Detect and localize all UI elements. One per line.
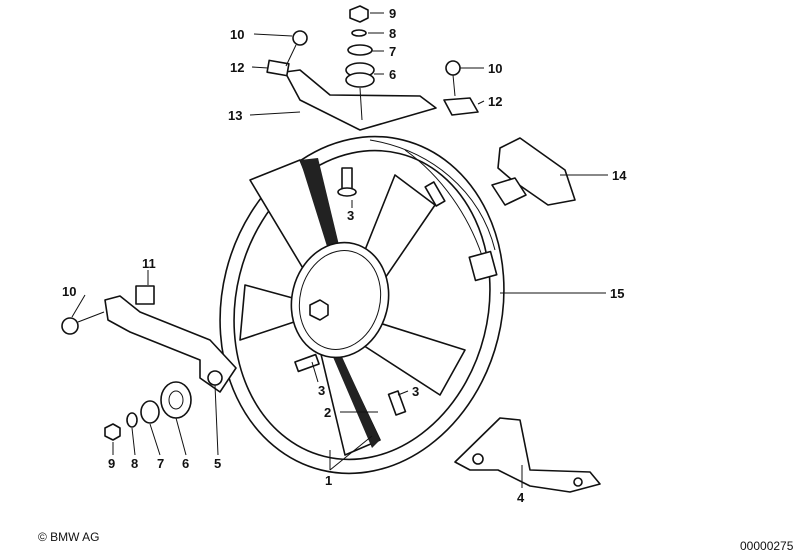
callout-9-top: 9 (389, 6, 396, 21)
fan-motor (290, 241, 390, 359)
callout-12-topright: 12 (488, 94, 502, 109)
callout-1: 1 (325, 473, 332, 488)
callout-10-left: 10 (62, 284, 76, 299)
callout-6-top: 6 (389, 67, 396, 82)
callout-12-topleft: 12 (230, 60, 244, 75)
callout-11: 11 (142, 256, 156, 271)
bottom-bracket (454, 417, 601, 493)
callout-3-top: 3 (347, 208, 354, 223)
callout-15: 15 (610, 286, 624, 301)
left-bracket (61, 285, 237, 393)
screws (294, 167, 407, 416)
callout-9-bottom: 9 (108, 456, 115, 471)
callout-8-bottom: 8 (131, 456, 138, 471)
callout-2: 2 (324, 405, 331, 420)
callout-7-top: 7 (389, 44, 396, 59)
callout-7-bottom: 7 (157, 456, 164, 471)
callout-10-topright: 10 (488, 61, 502, 76)
callout-3-mid: 3 (318, 383, 325, 398)
callout-8-top: 8 (389, 26, 396, 41)
callouts: 9 8 7 6 10 12 13 10 12 14 3 15 11 10 3 3… (62, 6, 627, 505)
callout-6-bottom: 6 (182, 456, 189, 471)
callout-4: 4 (517, 490, 525, 505)
callout-10-topleft: 10 (230, 27, 244, 42)
callout-14: 14 (612, 168, 627, 183)
callout-13: 13 (228, 108, 242, 123)
top-fastener-stack (345, 5, 375, 121)
drawing-number: 00000275 (740, 539, 794, 553)
leader-lines (71, 12, 608, 488)
fan-blades (239, 158, 466, 456)
left-fastener-stack (104, 381, 192, 441)
callout-3-right: 3 (412, 384, 419, 399)
callout-5: 5 (214, 456, 221, 471)
copyright-text: © BMW AG (38, 530, 100, 544)
series-resistor (491, 137, 576, 206)
